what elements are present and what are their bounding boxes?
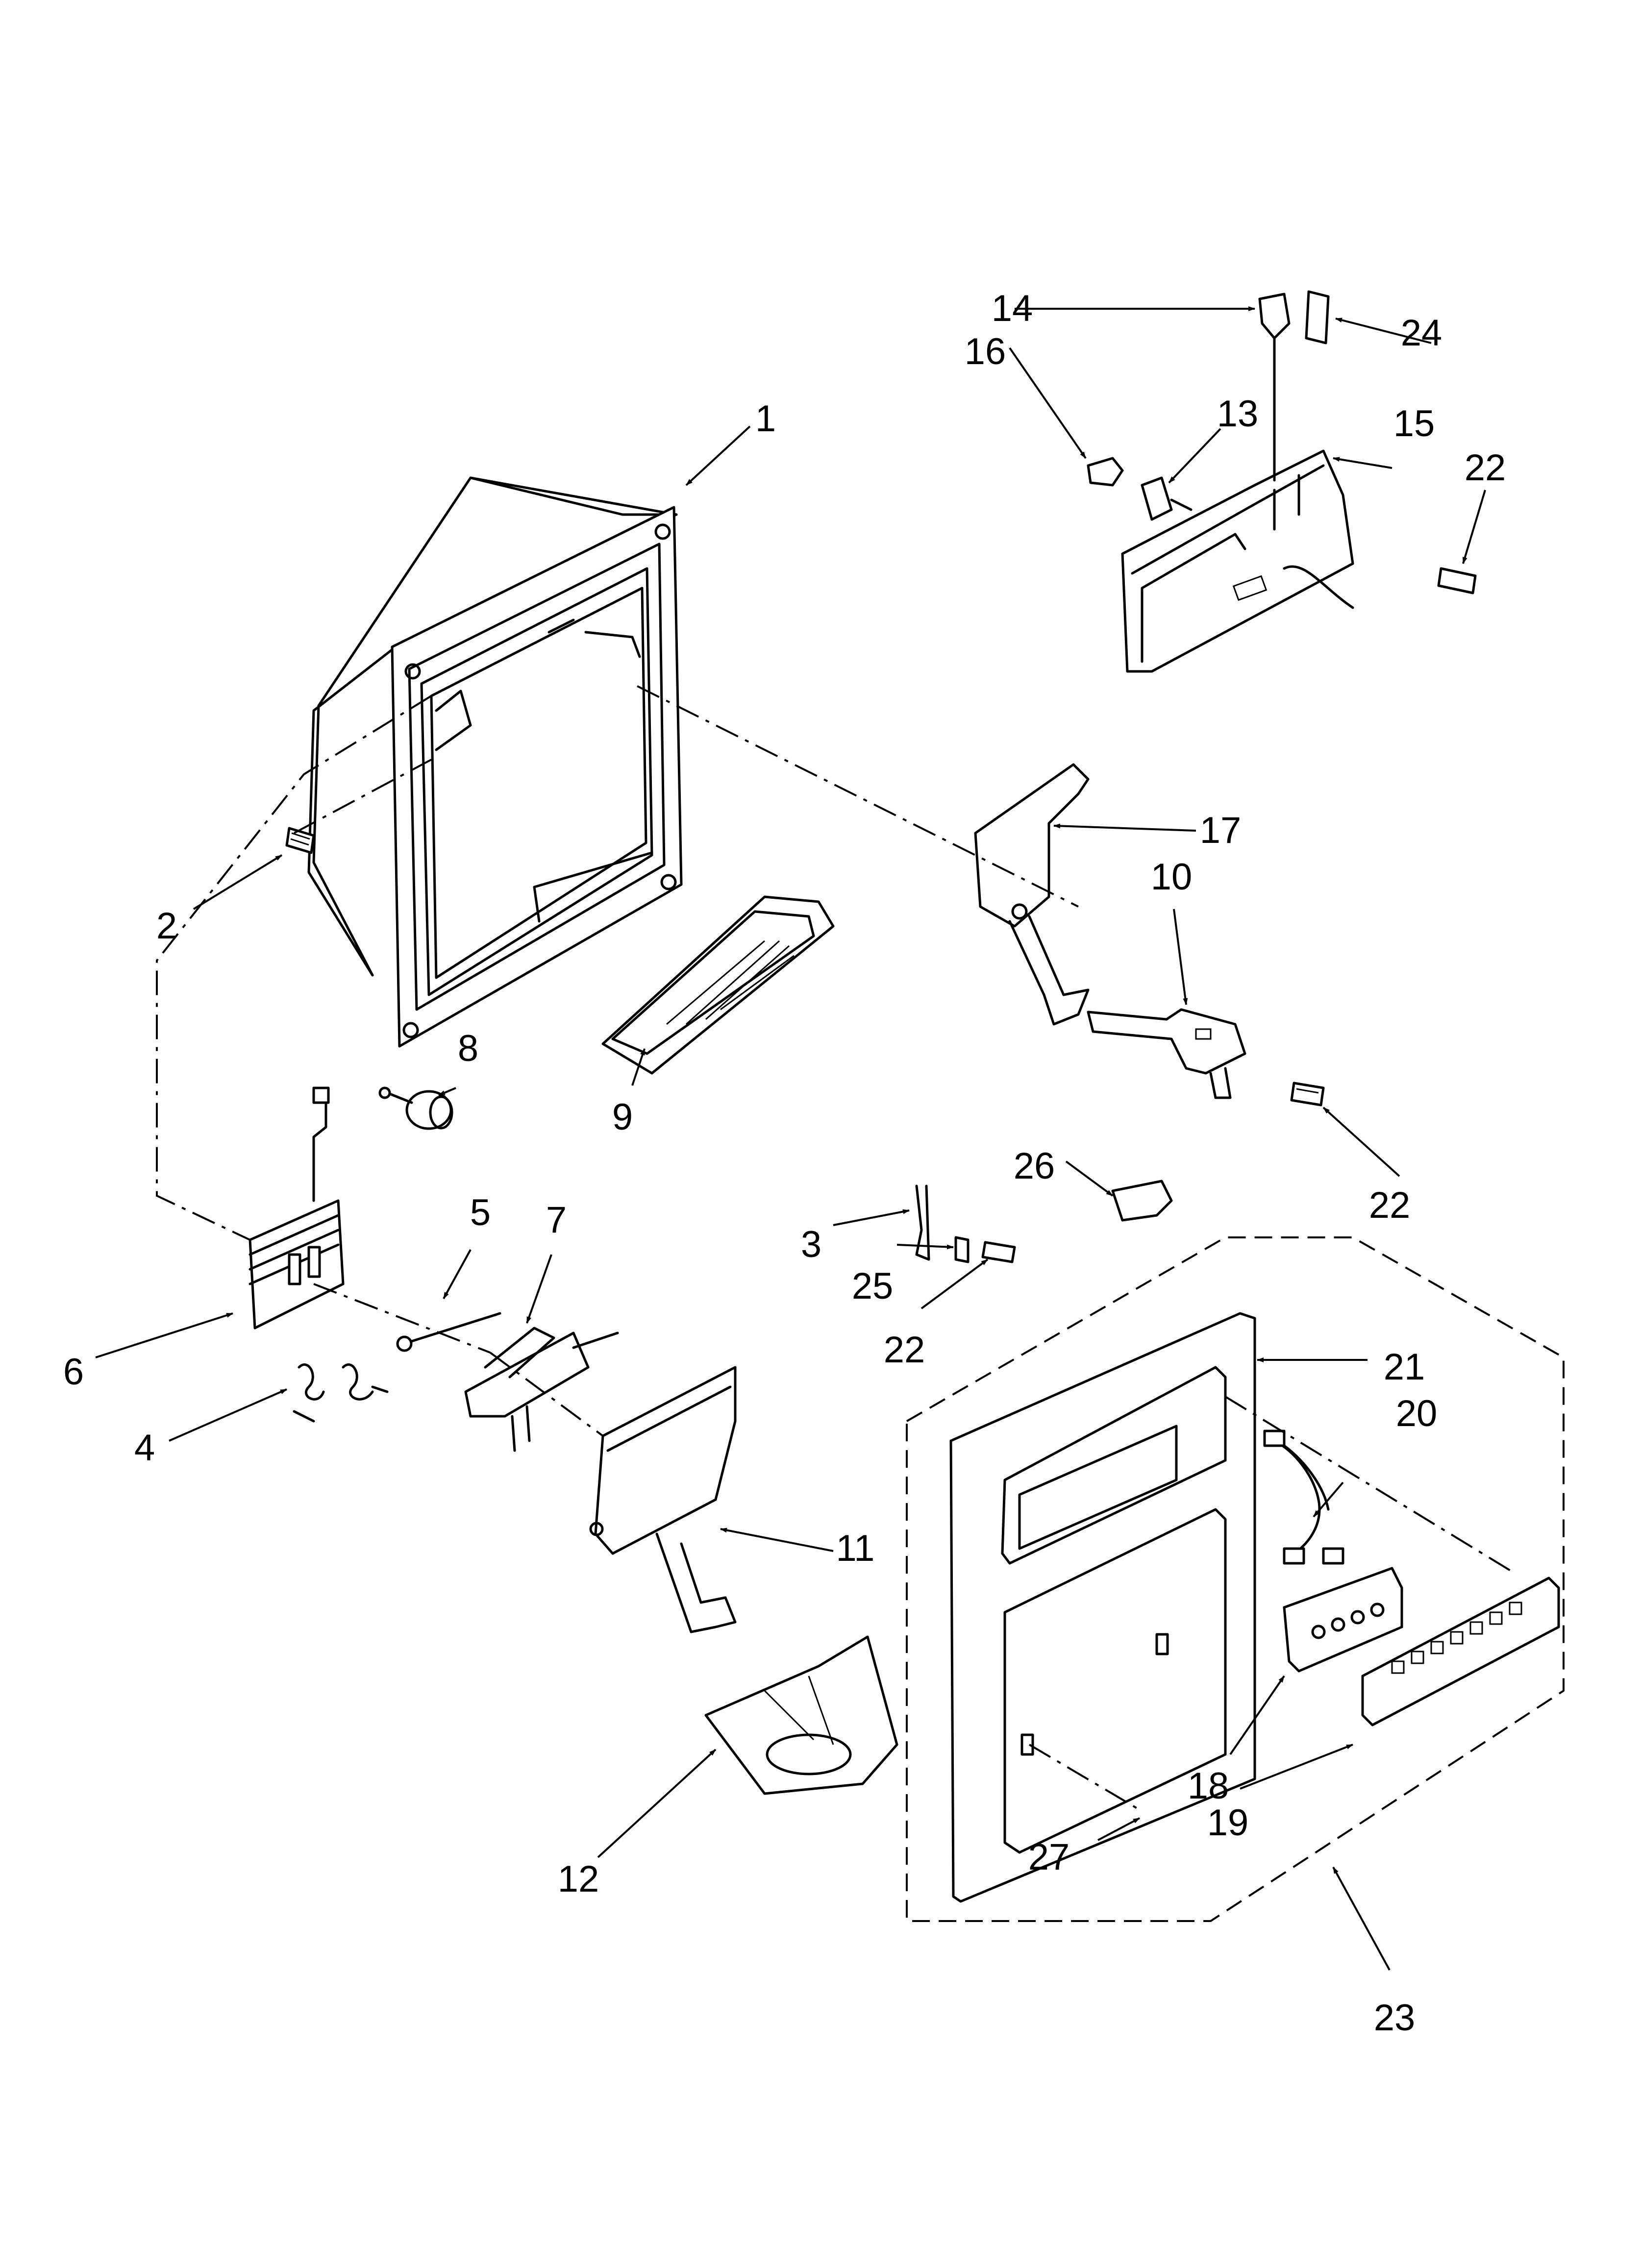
motor-part-6 — [249, 1086, 345, 1330]
callout-24: 24 — [1400, 312, 1442, 354]
bulb-part-16 — [1087, 457, 1124, 487]
callout-12: 12 — [557, 1858, 599, 1900]
screw-22-top — [1437, 567, 1477, 594]
callout-22-right: 22 — [1368, 1184, 1411, 1226]
callout-25: 25 — [851, 1265, 894, 1307]
callout-27: 27 — [1028, 1836, 1070, 1878]
leader-arrows — [95, 306, 1486, 1971]
callout-22-top: 22 — [1464, 447, 1506, 489]
callout-13: 13 — [1217, 393, 1259, 435]
chute-part-12 — [704, 1635, 898, 1795]
socket-part-13 — [1141, 476, 1193, 521]
assembly-boundary-23 — [906, 1236, 1565, 1922]
knob-part-8 — [378, 1086, 453, 1130]
control-board-part-18 — [1283, 1567, 1403, 1673]
callout-10: 10 — [1150, 856, 1193, 898]
springs-part-4 — [293, 1363, 389, 1423]
screw-part-2 — [285, 827, 315, 854]
callout-11: 11 — [836, 1528, 875, 1569]
callout-23: 23 — [1373, 1997, 1416, 2039]
grille-part-9 — [601, 895, 835, 1075]
callout-9: 9 — [612, 1096, 633, 1138]
callout-20: 20 — [1395, 1393, 1438, 1434]
callout-7: 7 — [546, 1199, 567, 1241]
switch-part-14 — [1258, 293, 1291, 482]
overlay-part-19 — [1361, 1577, 1560, 1726]
bracket-part-15 — [1121, 449, 1354, 673]
callout-19: 19 — [1207, 1802, 1249, 1844]
callout-2: 2 — [156, 905, 177, 947]
callout-21: 21 — [1383, 1346, 1425, 1388]
front-panel-part-21 — [949, 1312, 1256, 1903]
callout-16: 16 — [964, 331, 1006, 372]
housing-part-1 — [307, 476, 683, 1048]
callout-26: 26 — [1013, 1145, 1055, 1187]
callout-14: 14 — [991, 288, 1033, 329]
callout-4: 4 — [134, 1427, 155, 1469]
harness-part-20 — [1263, 1430, 1344, 1565]
callout-1: 1 — [755, 398, 776, 440]
arm-part-17 — [974, 763, 1090, 1026]
callout-17: 17 — [1199, 810, 1242, 851]
callout-5: 5 — [470, 1192, 491, 1233]
chute-door-part-11 — [589, 1366, 737, 1633]
connector-part-26 — [1111, 1180, 1173, 1222]
callout-18: 18 — [1187, 1765, 1229, 1807]
callout-8: 8 — [457, 1028, 479, 1069]
callout-6: 6 — [63, 1351, 84, 1393]
alignment-lines — [156, 685, 1516, 1809]
callout-15: 15 — [1393, 403, 1435, 444]
clip-part-3 — [915, 1184, 930, 1261]
clip-part-25 — [954, 1236, 970, 1263]
paddle-part-10 — [1087, 1008, 1246, 1099]
callout-3: 3 — [800, 1224, 822, 1265]
plate-part-24 — [1305, 290, 1330, 345]
screw-22-right — [1290, 1082, 1325, 1107]
pin-part-5 — [396, 1312, 501, 1352]
lever-part-7 — [464, 1327, 619, 1452]
callout-22-mid: 22 — [883, 1329, 925, 1371]
screw-22-mid — [981, 1241, 1016, 1263]
